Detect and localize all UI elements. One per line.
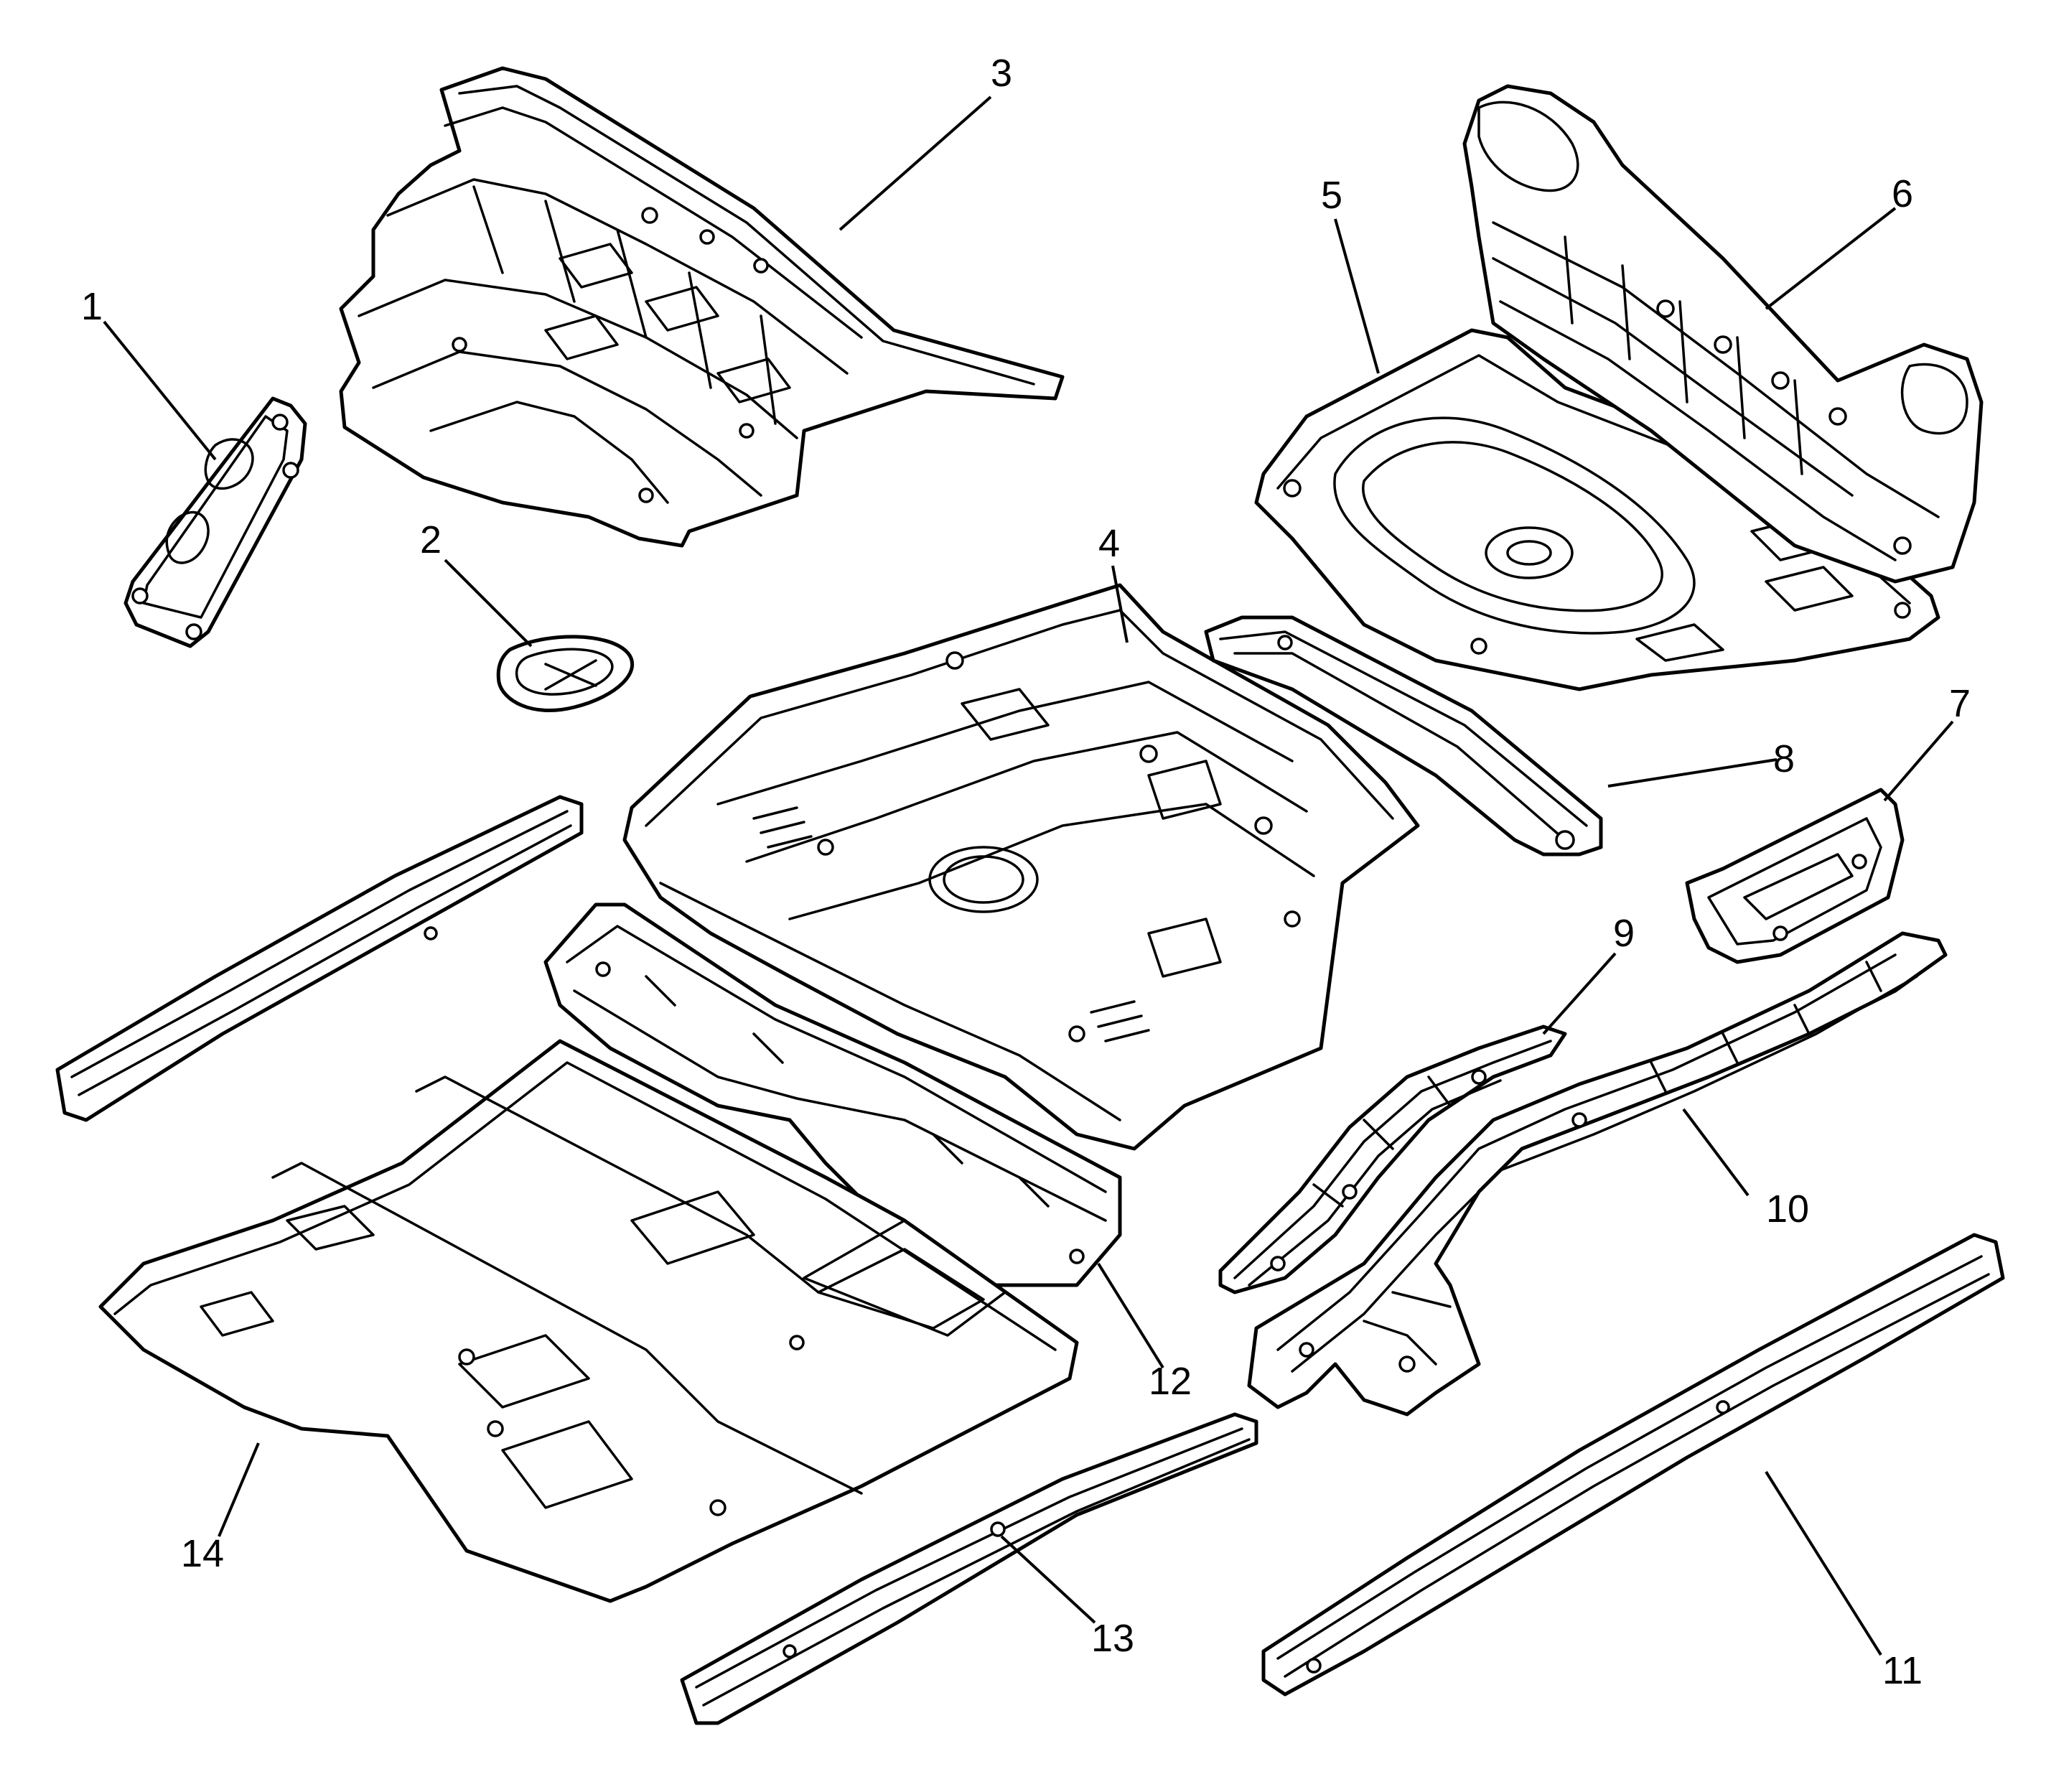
- callout-14: 14: [181, 1532, 224, 1575]
- leader-6: [1765, 207, 1897, 310]
- leader-7: [1883, 720, 1954, 802]
- callout-2: 2: [420, 518, 442, 561]
- part-3-rear-compartment-pan: [339, 66, 1065, 548]
- leader-14: [218, 1442, 260, 1537]
- part-9-left-rear-rail: [1218, 1025, 1567, 1294]
- callout-1: 1: [81, 285, 103, 328]
- leader-1: [103, 320, 217, 461]
- part-7-reinforcement-bracket: [1685, 788, 1905, 964]
- leader-8: [1607, 758, 1778, 788]
- callout-labels: 1 2 3 4 5 6 7 8 9 10 11 12 13 14: [81, 52, 1971, 1692]
- leader-13: [1000, 1535, 1096, 1624]
- left-rocker-sill-upper: [55, 795, 584, 1122]
- callout-13: 13: [1091, 1617, 1134, 1660]
- callout-8: 8: [1773, 737, 1795, 780]
- part-11-right-rocker-sill: [1261, 1233, 2005, 1697]
- part-8-rear-crossmember: [1204, 615, 1603, 857]
- leader-4: [1111, 565, 1129, 643]
- callout-10: 10: [1766, 1187, 1809, 1231]
- callout-4: 4: [1098, 522, 1120, 565]
- leader-10: [1682, 1108, 1750, 1197]
- leader-2: [444, 559, 533, 648]
- part-4-rear-floor-panel: [622, 583, 1420, 1151]
- part-1-bracket-plate: [123, 396, 307, 648]
- part-13-lower-rocker-sill: [680, 1412, 1258, 1725]
- leader-3: [839, 95, 992, 231]
- part-10-rear-frame-rail: [1247, 931, 1948, 1417]
- callout-11: 11: [1882, 1649, 1923, 1692]
- callout-9: 9: [1613, 912, 1635, 955]
- leader-lines: [103, 95, 1954, 1656]
- leader-9: [1542, 952, 1617, 1035]
- part-12-center-crossmember: [543, 902, 1122, 1287]
- callout-3: 3: [991, 52, 1012, 95]
- leader-12: [1097, 1262, 1164, 1369]
- callout-6: 6: [1892, 172, 1913, 215]
- callout-7: 7: [1949, 682, 1971, 725]
- part-2-access-cover: [496, 635, 635, 712]
- callout-5: 5: [1321, 174, 1342, 217]
- part-6-rear-end-panel: [1462, 84, 1984, 584]
- callout-12: 12: [1149, 1360, 1192, 1403]
- leader-5: [1334, 218, 1380, 374]
- leader-11: [1765, 1470, 1882, 1656]
- part-14-front-floor-panel: [98, 1039, 1079, 1603]
